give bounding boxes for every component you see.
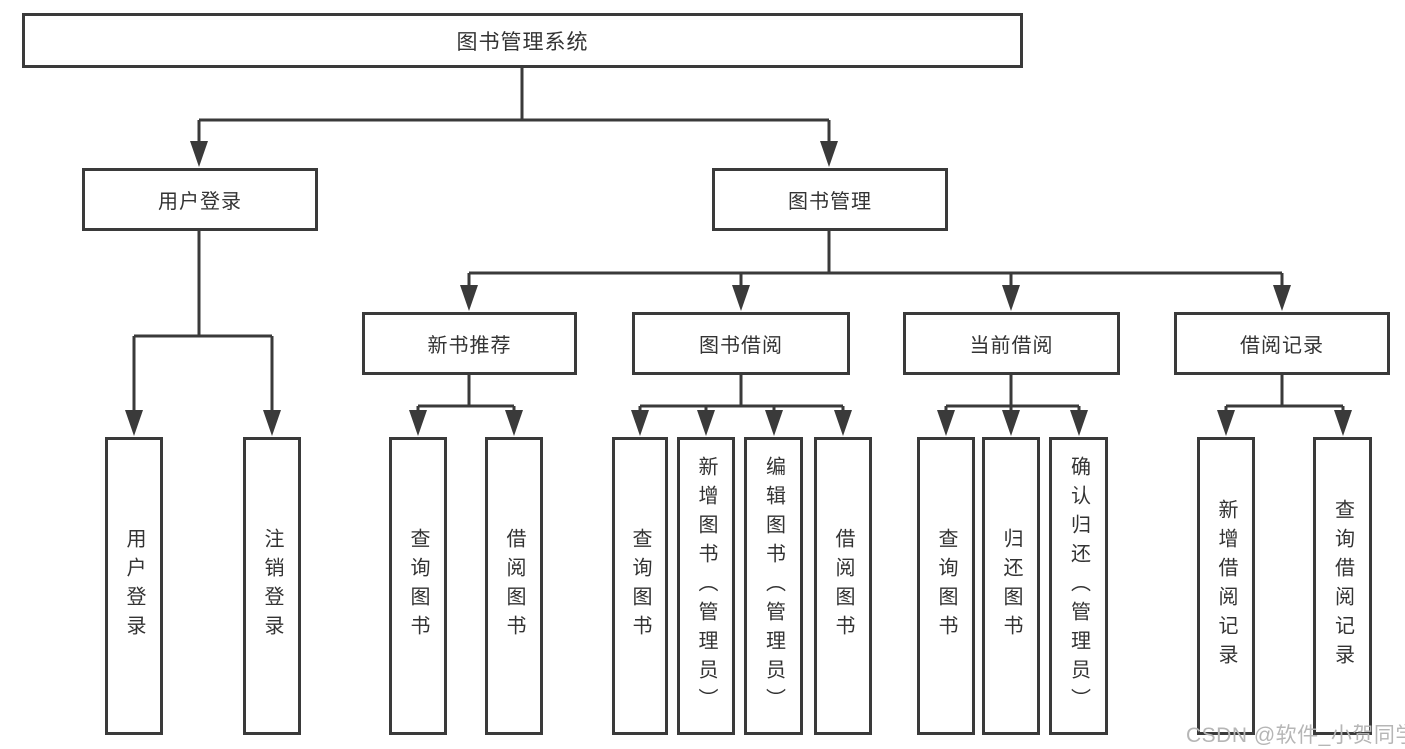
- arrow-down-icon: [125, 410, 143, 436]
- arrow-down-icon: [697, 410, 715, 436]
- leaf-return-books: 归还图书: [982, 437, 1040, 735]
- arrow-down-icon: [820, 141, 838, 167]
- node-label: 查询图书: [935, 528, 957, 644]
- leaf-query-books-recommend: 查询图书: [389, 437, 447, 735]
- node-current-borrowing: 当前借阅: [903, 312, 1120, 375]
- leaf-add-borrow-record: 新增借阅记录: [1197, 437, 1255, 735]
- leaf-edit-book-admin: 编辑图书（管理员）: [744, 437, 803, 735]
- arrow-down-icon: [937, 410, 955, 436]
- node-label: 查询图书: [629, 528, 651, 644]
- node-book-borrowing: 图书借阅: [632, 312, 850, 375]
- leaf-query-borrow-record: 查询借阅记录: [1313, 437, 1372, 735]
- connector-borrow-record: [1224, 375, 1345, 432]
- leaf-confirm-return-admin: 确认归还（管理员）: [1049, 437, 1108, 735]
- node-label: 用户登录: [123, 528, 145, 644]
- watermark: CSDN @软件_小贺同学: [1186, 724, 1405, 747]
- connector-book-borrow: [638, 375, 845, 432]
- leaf-query-books-borrow: 查询图书: [612, 437, 668, 735]
- node-label: 归还图书: [1000, 528, 1022, 644]
- leaf-borrow-books-recommend: 借阅图书: [485, 437, 543, 735]
- arrow-down-icon: [1002, 285, 1020, 311]
- arrow-down-icon: [1273, 285, 1291, 311]
- arrow-down-icon: [834, 410, 852, 436]
- node-label: 当前借阅: [969, 335, 1054, 357]
- connector-user-login: [132, 231, 274, 432]
- node-library-system: 图书管理系统: [22, 13, 1023, 68]
- connector-root: [197, 68, 831, 163]
- node-label: 用户登录: [158, 191, 242, 213]
- node-label: 图书管理: [788, 191, 872, 213]
- leaf-add-book-admin: 新增图书（管理员）: [677, 437, 735, 735]
- node-label: 图书管理系统: [456, 30, 589, 54]
- node-new-book-recommend: 新书推荐: [362, 312, 577, 375]
- leaf-user-login: 用户登录: [105, 437, 163, 735]
- arrow-down-icon: [765, 410, 783, 436]
- arrow-down-icon: [409, 410, 427, 436]
- node-label: 新增借阅记录: [1215, 499, 1237, 673]
- node-label: 借阅记录: [1240, 335, 1324, 357]
- node-label: 图书借阅: [699, 335, 783, 357]
- node-label: 新增图书（管理员）: [695, 455, 717, 717]
- node-label: 注销登录: [261, 528, 283, 644]
- arrow-down-icon: [631, 410, 649, 436]
- node-label: 查询借阅记录: [1331, 499, 1354, 673]
- node-label: 借阅图书: [832, 528, 854, 644]
- arrow-down-icon: [263, 410, 281, 436]
- arrow-down-icon: [460, 285, 478, 311]
- arrow-down-icon: [1070, 410, 1088, 436]
- node-label: 借阅图书: [503, 528, 525, 644]
- leaf-logout: 注销登录: [243, 437, 301, 735]
- connector-new-book: [416, 375, 516, 432]
- arrow-down-icon: [1002, 410, 1020, 436]
- arrow-down-icon: [190, 141, 208, 167]
- arrow-down-icon: [732, 285, 750, 311]
- node-label: 新书推荐: [427, 335, 512, 357]
- node-label: 查询图书: [407, 528, 429, 644]
- arrow-down-icon: [1334, 410, 1352, 436]
- node-book-management: 图书管理: [712, 168, 948, 231]
- node-borrowing-records: 借阅记录: [1174, 312, 1390, 375]
- node-label: 确认归还（管理员）: [1067, 455, 1090, 717]
- arrow-down-icon: [505, 410, 523, 436]
- leaf-borrow-books: 借阅图书: [814, 437, 872, 735]
- arrow-down-icon: [1217, 410, 1235, 436]
- node-user-login: 用户登录: [82, 168, 318, 231]
- leaf-query-books-current: 查询图书: [917, 437, 975, 735]
- node-label: 编辑图书（管理员）: [762, 455, 785, 717]
- connector-book-management: [467, 231, 1284, 307]
